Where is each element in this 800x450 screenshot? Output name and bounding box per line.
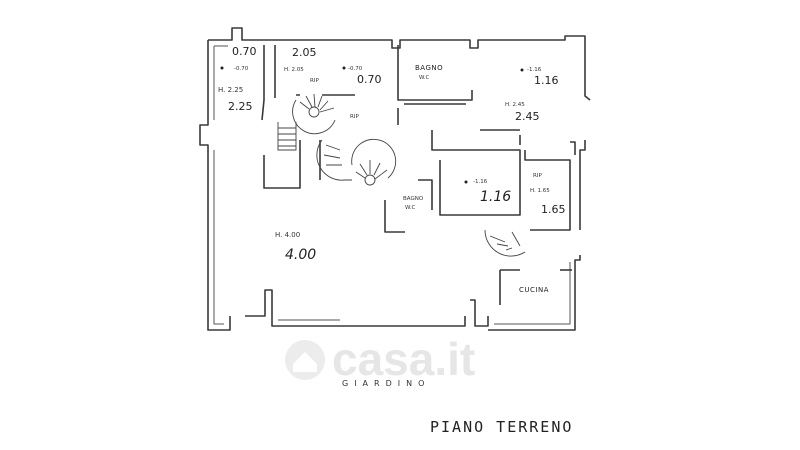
outer-walls	[199, 27, 591, 331]
inner-walls	[261, 45, 576, 305]
watermark: casa.it	[285, 333, 475, 385]
room-top-left-big-value: 2.25	[228, 100, 253, 113]
room-bagno-top-sub-label: W.C	[419, 75, 430, 81]
room-top-left: 0.70 -0.70 H. 2.25 2.25	[218, 45, 257, 113]
room-top-right-big-value: 2.45	[515, 110, 540, 123]
room-top-right-top-value: 1.16	[534, 74, 559, 87]
stair-upper	[292, 93, 336, 135]
stair-central	[316, 138, 397, 186]
room-rip-upper-height-note: H. 2.05	[284, 67, 304, 73]
room-rip-right-label: RIP	[533, 173, 542, 179]
stair-lower	[484, 229, 526, 257]
room-bagno-top-label: BAGNO	[415, 64, 443, 72]
stair-small	[277, 122, 297, 151]
room-cucina-label: CUCINA	[519, 286, 549, 294]
room-main-height-note: H. 4.00	[275, 231, 300, 239]
room-top-right-marker-value: -1.16	[527, 67, 542, 73]
level-marker-icon	[342, 66, 346, 70]
room-rip-right-big-value: 1.65	[541, 203, 566, 216]
room-top-right: -1.16 1.16 H. 2.45 2.45	[505, 67, 559, 123]
watermark-house-icon	[293, 352, 317, 372]
watermark-brand: casa.it	[332, 333, 475, 385]
room-center-right-marker-value: -1.16	[473, 179, 488, 185]
room-rip-right-height-note: H. 1.65	[530, 188, 550, 194]
room-rip-upper-big-value: 2.05	[292, 46, 317, 59]
room-rip-right: RIP H. 1.65 1.65	[530, 173, 566, 216]
room-bagno-mid-label: BAGNO	[403, 196, 424, 202]
room-rip-upper-label: RIP	[310, 78, 319, 84]
room-top-left-height-note: H. 2.25	[218, 86, 243, 94]
room-bagno-mid: BAGNO W.C	[403, 196, 424, 211]
room-rip-stairs-label: RIP	[350, 114, 359, 120]
level-marker-icon	[464, 180, 468, 184]
level-marker-icon	[520, 68, 524, 72]
room-rip-upper-marker-value: -0.70	[348, 66, 363, 72]
room-bagno-mid-sub-label: W.C	[405, 205, 416, 211]
room-top-left-marker-value: -0.70	[234, 66, 249, 72]
room-bagno-top: BAGNO W.C	[415, 64, 443, 81]
room-rip-stairs: RIP	[350, 114, 359, 120]
floor-title: PIANO TERRENO	[430, 418, 573, 436]
room-rip-upper-side-value: 0.70	[357, 73, 382, 86]
room-main: H. 4.00 4.00	[275, 231, 316, 263]
room-center-right: -1.16 1.16	[464, 179, 511, 205]
garden-label: GIARDINO	[342, 379, 430, 388]
room-center-right-big-value: 1.16	[480, 189, 511, 205]
room-cucina: CUCINA	[519, 286, 549, 294]
room-top-right-height-note: H. 2.45	[505, 102, 525, 108]
level-marker-icon	[220, 66, 224, 70]
room-rip-upper: 2.05 H. 2.05 -0.70 0.70 RIP	[284, 46, 382, 86]
room-top-left-top-value: 0.70	[232, 45, 257, 58]
room-main-big-value: 4.00	[285, 247, 316, 263]
